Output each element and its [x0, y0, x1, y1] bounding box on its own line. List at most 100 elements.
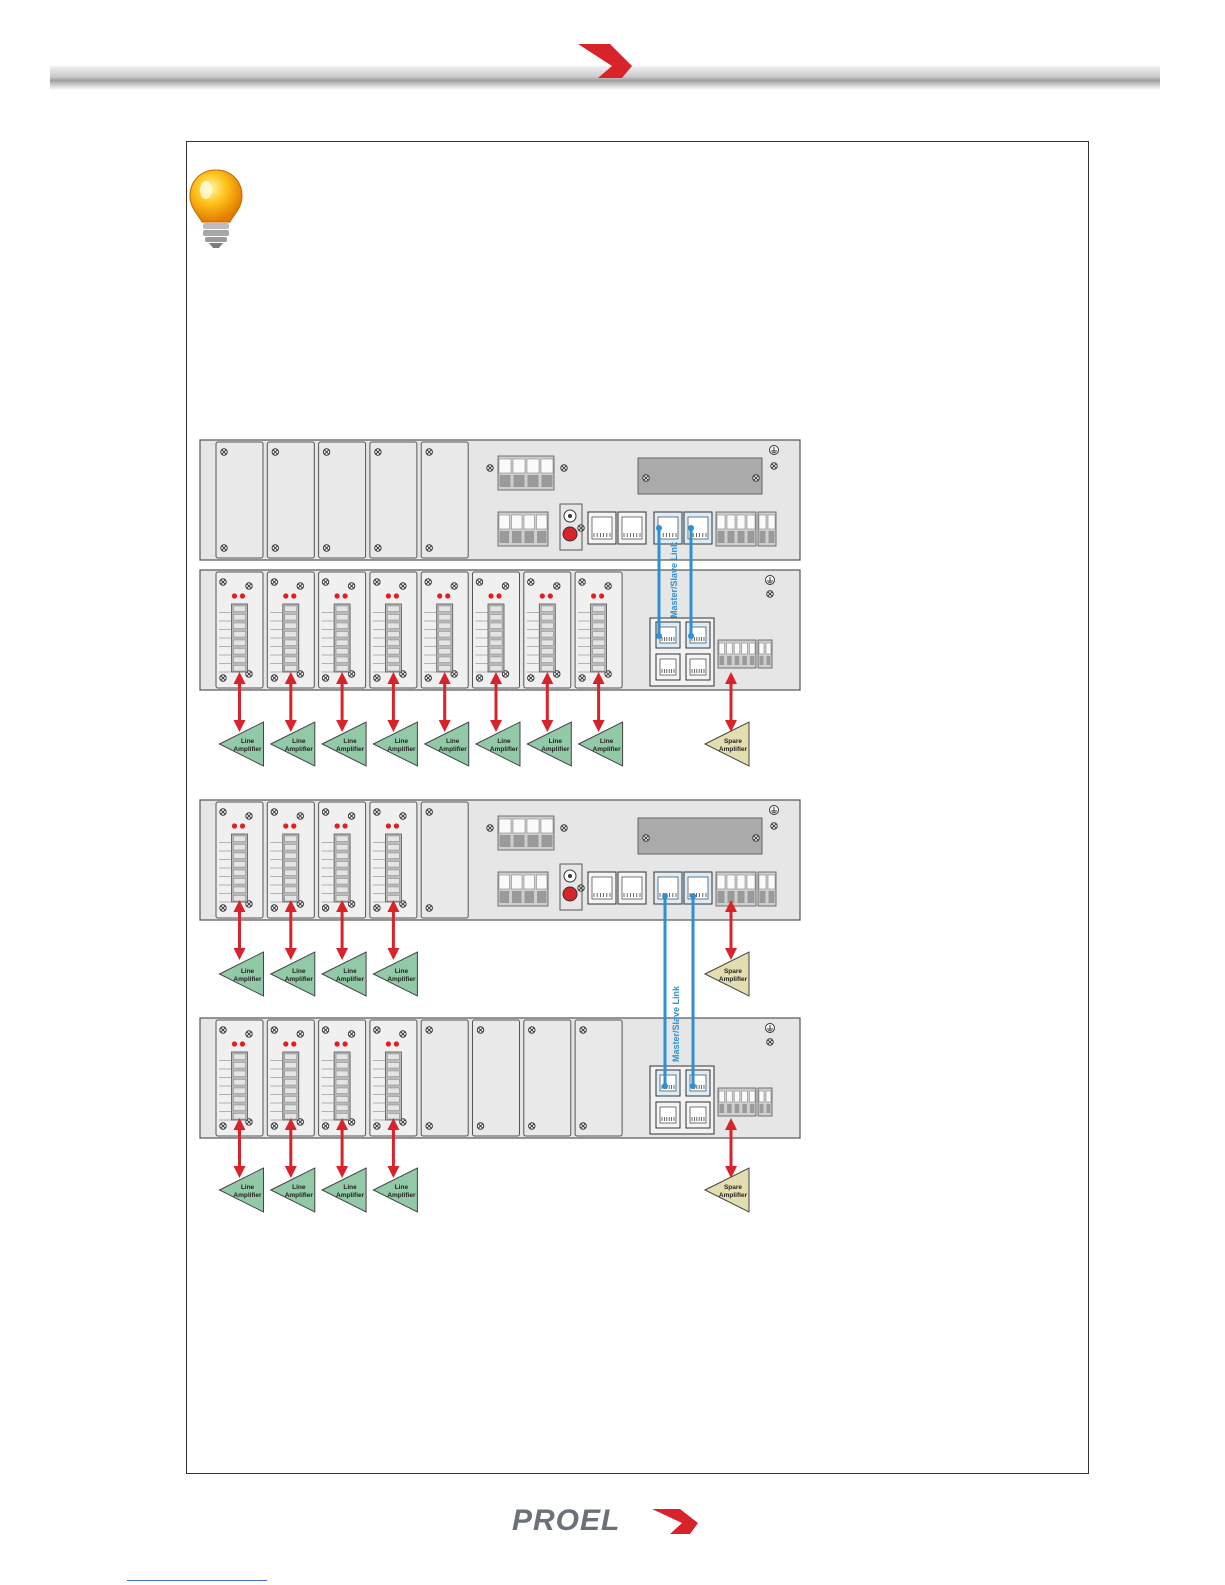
blank-plate [369, 441, 418, 559]
rj45-port [655, 1069, 681, 1097]
screw-icon [604, 582, 612, 590]
screw-icon [579, 1026, 587, 1034]
screw-icon [347, 582, 356, 590]
amplifier-label: Line [395, 968, 409, 975]
status-led [342, 593, 348, 599]
screw-icon [578, 578, 586, 586]
screw-icon [486, 824, 494, 832]
amplifier-label: Spare [724, 968, 742, 975]
amplifier-label: Amplifier [719, 746, 748, 753]
amplifier-label: Line [292, 968, 306, 975]
rj45-port [653, 871, 683, 905]
amplifier-label: Line [241, 1184, 255, 1191]
status-led [283, 593, 289, 599]
status-led [591, 593, 597, 599]
screw-icon [424, 578, 432, 586]
connection-arrow [233, 900, 246, 960]
connection-arrow [490, 672, 502, 732]
screw-icon [425, 544, 433, 552]
status-led [385, 1041, 391, 1047]
status-led [334, 823, 340, 829]
terminal-block [497, 455, 555, 491]
screw-icon [399, 812, 407, 820]
amplifier-label: Line [343, 738, 357, 745]
screw-icon [373, 578, 381, 586]
connection-arrow [592, 672, 605, 732]
screw-icon [425, 1026, 433, 1034]
rj45-port [587, 511, 617, 545]
screw-icon [475, 578, 484, 586]
display-window [637, 457, 763, 495]
screw-icon [752, 834, 760, 842]
terminal-block [497, 871, 549, 907]
connection-arrow [233, 672, 246, 732]
screw-icon [219, 1026, 227, 1034]
header-bar [50, 66, 1160, 90]
line-output-card [574, 571, 623, 689]
screw-icon [271, 544, 279, 552]
connection-arrow [387, 1118, 400, 1178]
connection-arrow [336, 672, 349, 732]
ground-symbol-icon [769, 805, 779, 815]
tip-box [186, 141, 1089, 1474]
line-output-card [369, 571, 418, 689]
master-unit [199, 439, 801, 561]
terminal-block [717, 639, 757, 669]
status-led [393, 1041, 399, 1047]
line-output-card [420, 571, 469, 689]
master-control-section [486, 805, 779, 911]
line-output-card [472, 571, 520, 689]
master-slave-link: Master/Slave Link [662, 893, 696, 1089]
screw-icon [577, 524, 585, 532]
screw-icon [501, 582, 510, 590]
status-led [539, 593, 545, 599]
blank-plate [523, 1019, 572, 1137]
screw-icon [424, 674, 432, 682]
proel-logo: PROEL [512, 1504, 621, 1537]
rj45-port [655, 1101, 681, 1129]
line-output-card [215, 571, 264, 689]
amplifier-label: Amplifier [490, 746, 519, 753]
terminal-block [757, 1087, 773, 1117]
screw-icon [399, 1118, 407, 1126]
blank-plate [318, 441, 367, 559]
screw-icon [220, 448, 228, 456]
screw-icon [219, 1122, 227, 1130]
screw-icon [322, 544, 331, 552]
status-led [496, 593, 502, 599]
screw-icon [475, 674, 484, 682]
screw-icon [321, 1026, 330, 1034]
rj45-port [685, 1101, 711, 1129]
amplifier-label: Amplifier [233, 746, 262, 753]
amplifier-label: Amplifier [285, 976, 314, 983]
status-led [334, 593, 340, 599]
amplifier-label: Amplifier [336, 1192, 365, 1199]
amplifier-label: Amplifier [387, 976, 416, 983]
screw-icon [219, 578, 227, 586]
screw-icon [476, 1122, 485, 1130]
status-led [342, 823, 348, 829]
screw-icon [270, 808, 278, 816]
screw-icon [373, 674, 381, 682]
status-led [334, 1041, 340, 1047]
screw-icon [450, 582, 458, 590]
connection-arrow [284, 672, 297, 732]
screw-icon [322, 448, 331, 456]
line-output-card [215, 1019, 264, 1137]
connection-arrow [725, 672, 737, 732]
status-led [291, 593, 297, 599]
status-led [488, 593, 494, 599]
rj45-port [683, 871, 713, 905]
terminal-block [717, 1087, 757, 1117]
terminal-block [497, 511, 549, 547]
amplifier-label: Line [241, 968, 255, 975]
screw-icon [270, 1026, 278, 1034]
screw-icon [296, 1118, 304, 1126]
screw-icon [373, 808, 381, 816]
terminal-block [715, 511, 757, 547]
